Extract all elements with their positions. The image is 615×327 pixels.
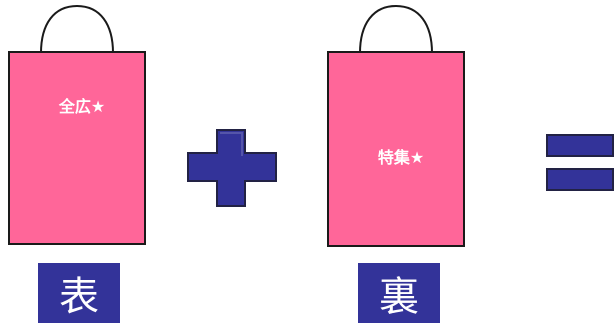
equals-icon [546, 134, 614, 191]
bag-body: 全広★ [8, 51, 146, 245]
bag-label: 特集★ [377, 148, 425, 167]
shopping-bag-front: 全広★ [8, 0, 146, 245]
shopping-bag-back: 特集★ [327, 0, 465, 247]
front-side-tag: 表 [38, 263, 120, 323]
plus-icon [187, 129, 277, 207]
bag-handle-icon [359, 4, 433, 54]
front-side-tag-text: 表 [59, 274, 99, 320]
bag-body: 特集★ [327, 51, 465, 247]
back-side-tag-text: 裏 [379, 274, 419, 320]
bag-label: 全広★ [58, 97, 106, 116]
bag-handle-icon [40, 4, 114, 54]
back-side-tag: 裏 [358, 263, 440, 323]
